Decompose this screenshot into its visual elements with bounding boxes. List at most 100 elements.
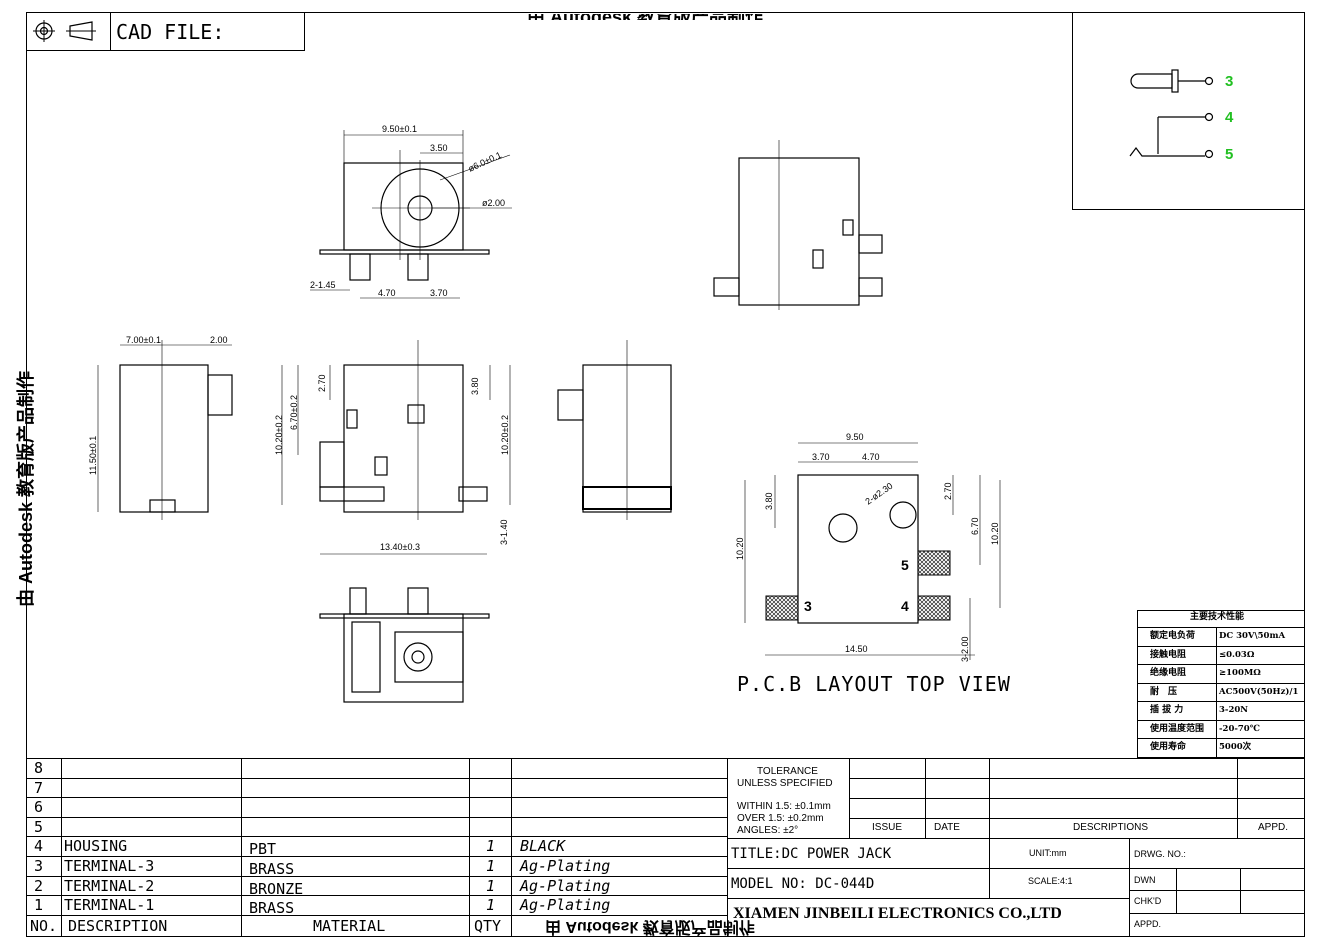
grid-line — [727, 898, 1129, 899]
schematic-box — [1072, 12, 1305, 210]
grid-line — [1176, 868, 1177, 913]
bom-header-qty: QTY — [474, 917, 502, 935]
spec-row-label: 插 拔 力 — [1150, 705, 1184, 715]
bom-row-no: 8 — [34, 759, 44, 777]
grid-line — [26, 836, 728, 837]
grid-line — [925, 758, 926, 838]
bom-row-finish: Ag-Plating — [520, 896, 611, 914]
grid-line — [1129, 838, 1130, 937]
dim-side-height: 11.50±0.1 — [88, 436, 98, 475]
grid-line — [849, 758, 850, 838]
cad-file-label: CAD FILE: — [116, 20, 225, 44]
spec-row-label: 接触电阻 — [1150, 649, 1187, 660]
pcb-pad-4 — [917, 595, 951, 621]
dim-pcb-w3: 4.70 — [862, 452, 880, 462]
grid-line — [849, 798, 1305, 799]
grid-line — [26, 797, 728, 798]
pcb-label-5: 5 — [901, 557, 909, 573]
projection-symbol-icon — [33, 20, 96, 42]
dim-pcb-w1: 9.50 — [846, 432, 864, 442]
spec-row-label: 额定电负荷 — [1150, 631, 1196, 641]
bom-row-material: BRASS — [249, 860, 295, 878]
grid-line — [1237, 758, 1238, 838]
grid-line — [1129, 890, 1305, 891]
cad-header-divider — [110, 12, 111, 51]
bom-row-description: TERMINAL-2 — [64, 877, 155, 895]
dim-pcb-v1: 3.80 — [764, 492, 774, 510]
spec-row-value: ≤0.03Ω — [1219, 649, 1255, 660]
bom-header-material: MATERIAL — [313, 917, 386, 935]
dim-pcb-v2: 2.70 — [943, 482, 953, 500]
spec-row-line — [1137, 682, 1305, 684]
model-number: MODEL NO: DC-044D — [731, 876, 875, 892]
bom-row-description: TERMINAL-1 — [64, 896, 155, 914]
grid-line — [727, 838, 1305, 839]
dim-pcb-w2: 3.70 — [812, 452, 830, 462]
spec-row-value: 3-20N — [1219, 705, 1249, 715]
bom-header-description: DESCRIPTION — [68, 917, 168, 935]
bom-row-no: 6 — [34, 798, 44, 816]
tolerance-angles: ANGLES: ±2° — [737, 825, 799, 836]
bom-row-no: 3 — [34, 857, 44, 875]
bom-frame — [26, 758, 1305, 937]
dim-front-pitch-b: 3.70 — [430, 288, 448, 298]
spec-row-line — [1137, 664, 1305, 665]
bom-row-material: PBT — [249, 840, 277, 858]
dim-pcb-right-h: 10.20 — [990, 522, 1000, 545]
issue-header: ISSUE — [872, 822, 903, 833]
spec-row-line — [1137, 738, 1305, 739]
spec-row-value: -20-70℃ — [1219, 723, 1260, 734]
technical-drawing: 9.50±0.1 3.50 ø6.0±0.1 ø2.00 2-1.45 4.70… — [88, 124, 1001, 703]
bom-row-qty: 1 — [486, 877, 496, 895]
grid-line — [727, 758, 728, 937]
dim-top-h2: 6.70±0.2 — [289, 395, 299, 430]
dim-top-h5: 10.20±0.2 — [500, 415, 510, 455]
appd-header: APPD. — [1258, 822, 1289, 833]
grid-line — [727, 868, 1305, 869]
spec-row-label: 耐 压 — [1150, 686, 1178, 697]
descriptions-header: DESCRIPTIONS — [1073, 822, 1149, 833]
dim-top-h3: 2.70 — [317, 374, 327, 392]
dim-top-h4: 3.80 — [470, 377, 480, 395]
bom-row-no: 7 — [34, 779, 44, 797]
spec-row-label: 绝缘电阻 — [1150, 668, 1187, 678]
dim-front-outer-dia: ø6.0±0.1 — [467, 150, 503, 174]
grid-line — [989, 758, 990, 838]
rear-side-view — [557, 340, 672, 520]
bom-row-material: BRASS — [249, 899, 295, 917]
pcb-pad-3 — [765, 595, 799, 621]
grid-line — [26, 856, 728, 857]
pin-label-5: 5 — [1225, 146, 1234, 163]
grid-line — [989, 838, 990, 898]
dim-front-offset: 3.50 — [430, 143, 448, 153]
pcb-layout-title: P.C.B LAYOUT TOP VIEW — [737, 672, 1011, 696]
drawing-frame — [26, 12, 1305, 937]
spec-row-value: DC 30V\50mA — [1219, 631, 1286, 641]
pcb-pad-5 — [917, 550, 951, 576]
bom-row-description: HOUSING — [64, 837, 128, 855]
dwn-label: DWN — [1134, 875, 1156, 885]
bom-row-no: 1 — [34, 896, 44, 914]
dim-front-inner-dia: ø2.00 — [482, 198, 505, 208]
grid-line — [849, 778, 1305, 779]
company-name: XIAMEN JINBEILI ELECTRONICS CO.,LTD — [733, 905, 1062, 922]
grid-line — [511, 758, 512, 937]
dim-side-depth: 7.00±0.1 — [126, 335, 161, 345]
spec-row-value: AC500V(50Hz)/1 — [1219, 686, 1299, 697]
grid-line — [26, 778, 728, 779]
right-side-view — [713, 140, 883, 310]
grid-line — [61, 758, 62, 937]
spec-row-line — [1137, 701, 1305, 702]
spec-title: 主要技术性能 — [1190, 612, 1245, 622]
pcb-label-4: 4 — [901, 598, 909, 614]
tolerance-over: OVER 1.5: ±0.2mm — [737, 813, 824, 824]
dim-top-h1: 10.20±0.2 — [274, 415, 284, 455]
grid-line — [26, 895, 728, 896]
dim-pcb-total-w: 14.50 — [845, 644, 868, 654]
pin-label-4: 4 — [1225, 109, 1234, 126]
bottom-view — [319, 587, 490, 703]
dim-top-length: 13.40±0.3 — [380, 542, 420, 552]
spec-row-line — [1137, 719, 1305, 721]
spec-col-divider — [1216, 627, 1217, 758]
bom-row-qty: 1 — [486, 857, 496, 875]
